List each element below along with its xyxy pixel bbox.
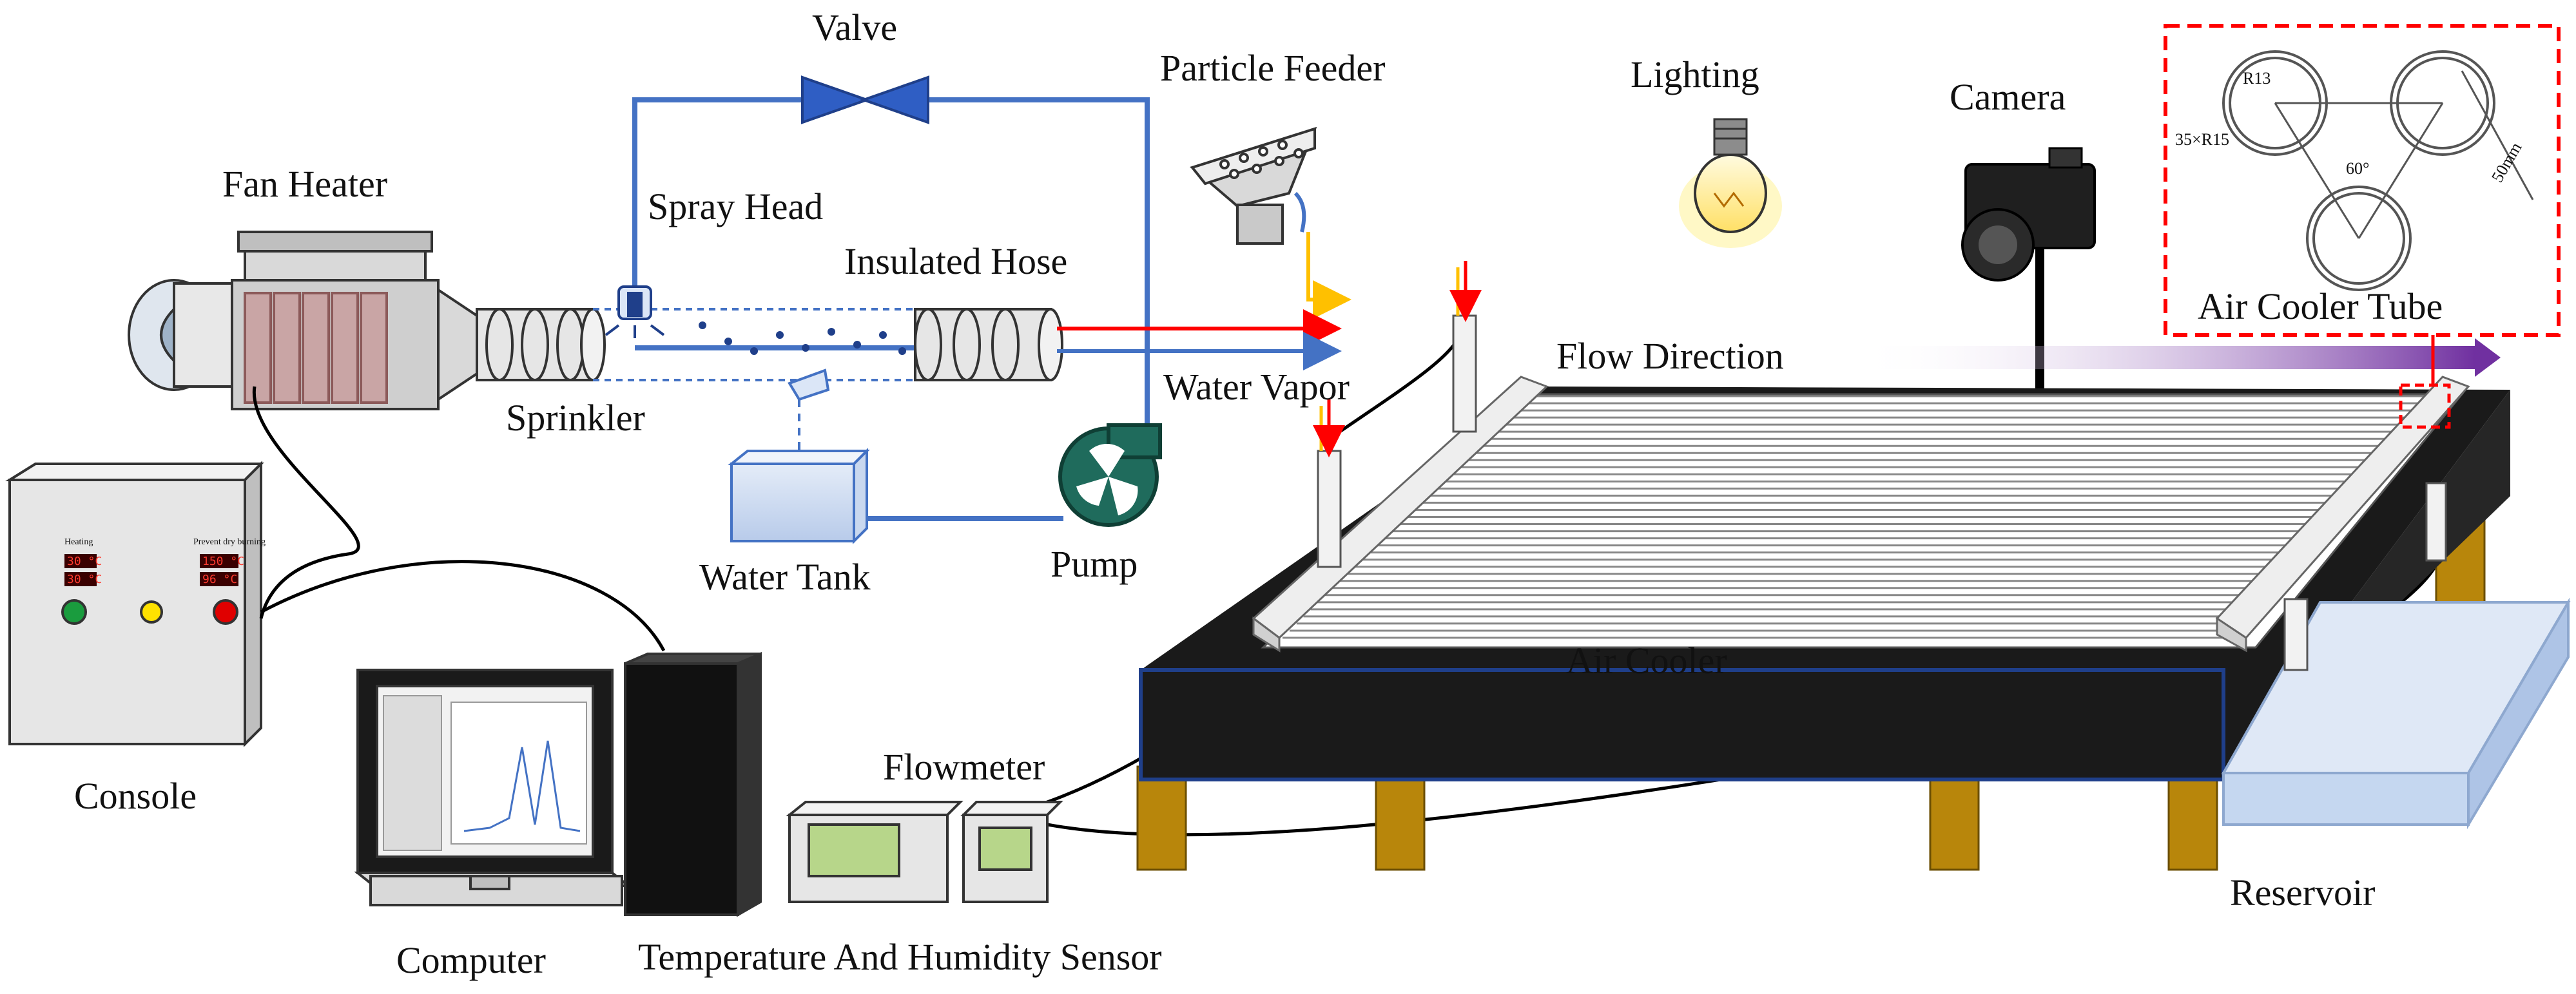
cooler-tubes bbox=[1283, 395, 2449, 639]
air-duct bbox=[476, 308, 1063, 381]
lightbulb-icon bbox=[1679, 118, 1782, 248]
inset-title: Air Cooler Tube bbox=[2198, 285, 2443, 327]
flowmeter bbox=[960, 801, 1063, 903]
label-pump: Pump bbox=[1051, 543, 1138, 585]
label-sprinkler: Sprinkler bbox=[506, 397, 645, 439]
computer-tower bbox=[624, 651, 762, 917]
console bbox=[5, 461, 264, 747]
console-dryburn-caption: Prevent dry burning bbox=[193, 537, 266, 547]
vapor-inlet-arrows bbox=[1313, 261, 1482, 457]
label-water-vapor: Water Vapor bbox=[1163, 366, 1350, 408]
tube-supports bbox=[1317, 314, 2447, 671]
computer bbox=[354, 669, 632, 906]
label-insulated-hose: Insulated Hose bbox=[844, 240, 1067, 282]
particle-flow-arrow bbox=[1306, 232, 1351, 319]
flow-direction-arrowhead bbox=[2475, 338, 2501, 377]
label-fan-heater: Fan Heater bbox=[222, 163, 387, 205]
inset-callout-box bbox=[2399, 383, 2451, 429]
label-temperature-humidity-sensor: Temperature And Humidity Sensor bbox=[638, 936, 1162, 978]
console-readout-1: 30 °C bbox=[67, 555, 102, 568]
console-readout-3: 150 °C bbox=[202, 555, 244, 568]
sprinkler bbox=[788, 368, 830, 464]
label-computer: Computer bbox=[396, 939, 546, 981]
label-air-cooler: Air Cooler bbox=[1566, 640, 1727, 682]
inset-angle: 60° bbox=[2346, 159, 2369, 178]
fan-heater bbox=[128, 231, 478, 410]
water-tank bbox=[728, 448, 870, 544]
inset-r15: 35×R15 bbox=[2175, 130, 2229, 149]
console-readout-2: 30 °C bbox=[67, 573, 102, 586]
spray-head bbox=[605, 285, 665, 338]
temperature-humidity-sensor bbox=[786, 801, 964, 903]
label-flowmeter: Flowmeter bbox=[883, 746, 1045, 788]
label-reservoir: Reservoir bbox=[2230, 872, 2376, 913]
tube-headers bbox=[1252, 376, 2470, 653]
particle-feeder bbox=[1189, 126, 1317, 245]
label-flow-direction: Flow Direction bbox=[1556, 335, 1784, 377]
inset-tube-diagram bbox=[2222, 50, 2534, 291]
console-readout-4: 96 °C bbox=[202, 573, 237, 586]
console-heating-caption: Heating bbox=[64, 537, 93, 547]
pump bbox=[1058, 423, 1162, 527]
label-valve: Valve bbox=[812, 6, 897, 48]
label-spray-head: Spray Head bbox=[648, 186, 823, 227]
label-particle-feeder: Particle Feeder bbox=[1160, 47, 1385, 89]
valve bbox=[801, 75, 929, 124]
camera-icon bbox=[1961, 147, 2096, 393]
label-camera: Camera bbox=[1950, 76, 2066, 118]
label-water-tank: Water Tank bbox=[699, 556, 871, 598]
water-piping bbox=[632, 97, 1150, 521]
flow-direction-arrow bbox=[1856, 346, 2475, 369]
inset-pitch: 50mm bbox=[2488, 139, 2525, 186]
label-lighting: Lighting bbox=[1631, 53, 1759, 95]
inset-r13: R13 bbox=[2243, 69, 2271, 88]
label-console: Console bbox=[74, 775, 197, 817]
water-droplets bbox=[699, 321, 906, 355]
inset-frame bbox=[2164, 24, 2561, 337]
